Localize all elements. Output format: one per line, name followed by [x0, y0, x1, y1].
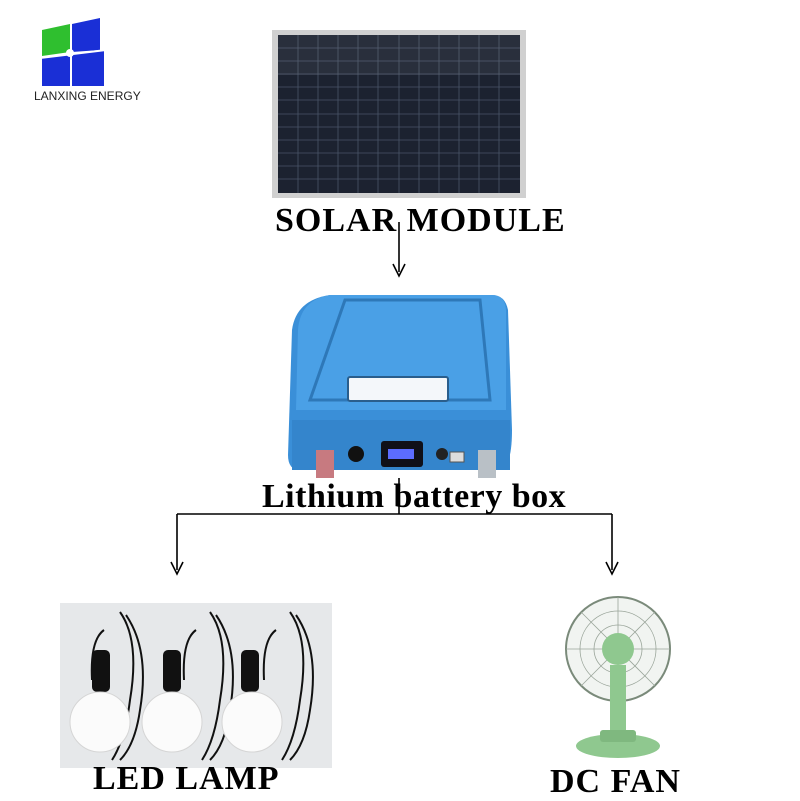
solar-module-label: SOLAR MODULE — [275, 202, 566, 239]
battery-box-label: Lithium battery box — [262, 478, 567, 515]
logo-mark — [39, 18, 107, 88]
brand-name: LANXING ENERGY — [34, 89, 141, 103]
dc-fan-label: DC FAN — [550, 763, 681, 800]
led-lamp-label: LED LAMP — [93, 760, 280, 797]
